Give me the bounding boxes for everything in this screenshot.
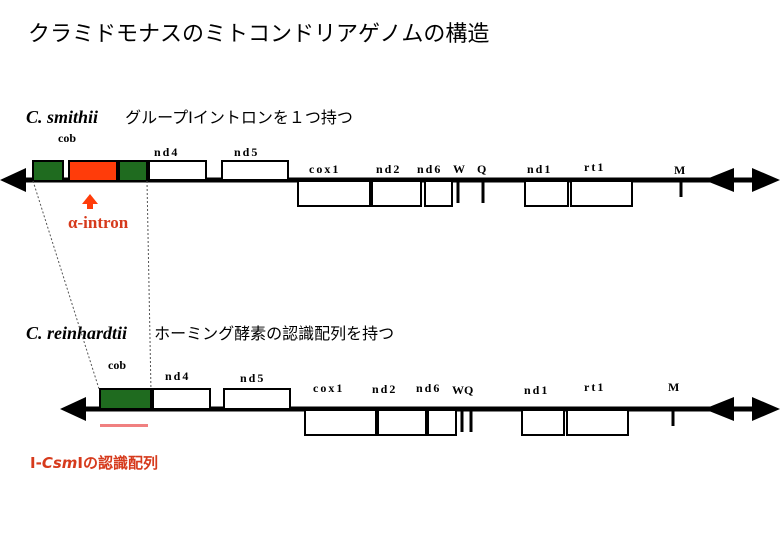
- genome2-nd1-gene: [521, 409, 565, 436]
- recognition-site-prefix: I-: [30, 454, 42, 472]
- genome2-label-nd4: nd4: [165, 369, 191, 383]
- genome1-label-nd5: nd5: [234, 145, 260, 159]
- genome1-nd1-gene: [524, 180, 569, 207]
- genome1-right-arrow-icon: [752, 168, 780, 192]
- genome1-label-nd4: nd4: [154, 145, 180, 159]
- genome2-label-cob: cob: [108, 358, 126, 372]
- genome2-species: C. reinhardtii: [26, 323, 128, 343]
- genome2-label-cox1: cox1: [313, 381, 345, 395]
- genome2-label-M: M: [668, 380, 682, 394]
- genome2-header: C. reinhardtii ホーミング酵素の認識配列を持つ: [26, 320, 394, 344]
- genome1-map: [0, 160, 780, 209]
- recognition-site-suffix: Iの認識配列: [77, 454, 158, 472]
- alpha-intron-label: α-intron: [68, 213, 129, 232]
- intron-marker-arrow-icon: [82, 194, 98, 204]
- genome1-alpha-intron: [68, 160, 118, 182]
- genome2-label-nd5: nd5: [240, 371, 266, 385]
- genome1-inner-arrow-icon: [704, 168, 734, 192]
- genome2-description: ホーミング酵素の認識配列を持つ: [154, 324, 395, 343]
- genome1-nd6-gene: [424, 180, 453, 207]
- genome2-inner-arrow-icon: [704, 397, 734, 421]
- correspondence-line-right: [146, 180, 152, 393]
- genome1-description: グループIイントロンを１つ持つ: [125, 108, 353, 127]
- genome1-label-Q: Q: [477, 162, 489, 176]
- page-title: クラミドモナスのミトコンドリアゲノムの構造: [28, 22, 490, 47]
- genome1-label-nd1: nd1: [527, 162, 553, 176]
- genome1-label-rt1: rt1: [584, 160, 606, 174]
- genome2-nd4-gene: [152, 388, 211, 410]
- genome2-nd6-gene: [427, 409, 457, 436]
- genome2-right-arrow-icon: [752, 397, 780, 421]
- intron-marker-arrow-shaft: [87, 203, 93, 209]
- genome1-label-W: W: [453, 162, 467, 176]
- genome1-nd4-gene: [148, 160, 207, 181]
- genome2-left-arrow-icon: [60, 397, 86, 421]
- correspondence-line-left: [32, 180, 101, 393]
- genome1-header: C. smithii グループIイントロンを１つ持つ: [26, 104, 353, 128]
- genome2-label-nd6: nd6: [416, 381, 442, 395]
- genome2-label-rt1: rt1: [584, 380, 606, 394]
- genome1-rt1-gene: [570, 180, 633, 207]
- genome1-label-nd6: nd6: [417, 162, 443, 176]
- genome1-label-cox1: cox1: [309, 162, 341, 176]
- recognition-site-bar: [100, 424, 148, 427]
- genome1-cox1-gene: [297, 180, 371, 207]
- genome1-species: C. smithii: [26, 107, 99, 127]
- genome1-nd2-gene: [371, 180, 422, 207]
- genome1-label-nd2: nd2: [376, 162, 402, 176]
- genome2-nd2-gene: [377, 409, 427, 436]
- recognition-site-label: I-CsmIの認識配列: [30, 452, 158, 473]
- genome1-label-cob: cob: [58, 131, 76, 145]
- genome1-cob-exon2: [118, 160, 148, 182]
- genome2-rt1-gene: [566, 409, 629, 436]
- genome1-left-arrow-icon: [0, 168, 26, 192]
- genome1-label-M: M: [674, 163, 688, 177]
- genome2-label-nd2: nd2: [372, 382, 398, 396]
- genome2-cox1-gene: [304, 409, 377, 436]
- genome2-label-nd1: nd1: [524, 383, 550, 397]
- recognition-site-italic: Csm: [41, 454, 78, 472]
- genome2-cob-gene: [99, 388, 152, 410]
- genome2-label-WQ: WQ: [452, 383, 474, 397]
- genome1-nd5-gene: [221, 160, 289, 181]
- genome2-nd5-gene: [223, 388, 291, 410]
- genome2-map: [60, 388, 780, 436]
- genome1-cob-exon1: [32, 160, 64, 182]
